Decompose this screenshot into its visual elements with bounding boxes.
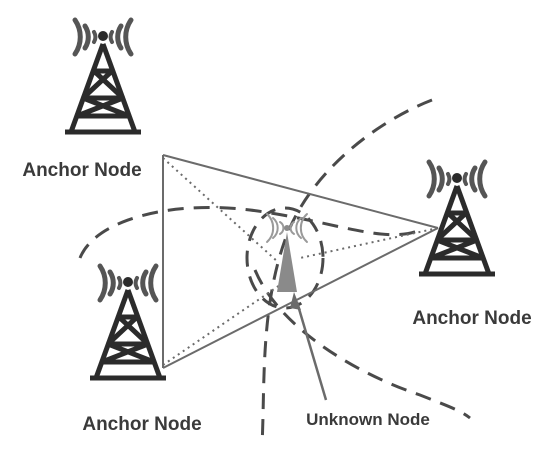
anchor-triangle — [162, 154, 439, 369]
range-arc-right — [260, 98, 433, 446]
range-arc-top-left — [78, 206, 421, 259]
anchor-tower-right-icon — [419, 161, 495, 274]
distance-line-top-left — [162, 157, 279, 263]
unknown-node-icon — [266, 213, 308, 292]
distance-line-bottom-left — [162, 284, 281, 366]
unknown-node-label: Unknown Node — [306, 410, 430, 429]
distance-lines — [162, 157, 439, 366]
unknown-node-pointer — [290, 292, 328, 401]
anchor-tower-bottom-left-icon — [90, 265, 166, 378]
range-circles — [78, 98, 471, 446]
edge-bottom-right — [162, 227, 439, 369]
anchor-right-label: Anchor Node — [412, 308, 531, 329]
edge-top-right — [162, 154, 439, 229]
anchor-top-left-label: Anchor Node — [22, 160, 141, 181]
range-arc-bottom — [253, 269, 471, 420]
unknown-range-circle — [245, 206, 325, 310]
anchor-bottom-left-label: Anchor Node — [82, 414, 201, 435]
anchor-tower-top-left-icon — [65, 19, 141, 132]
